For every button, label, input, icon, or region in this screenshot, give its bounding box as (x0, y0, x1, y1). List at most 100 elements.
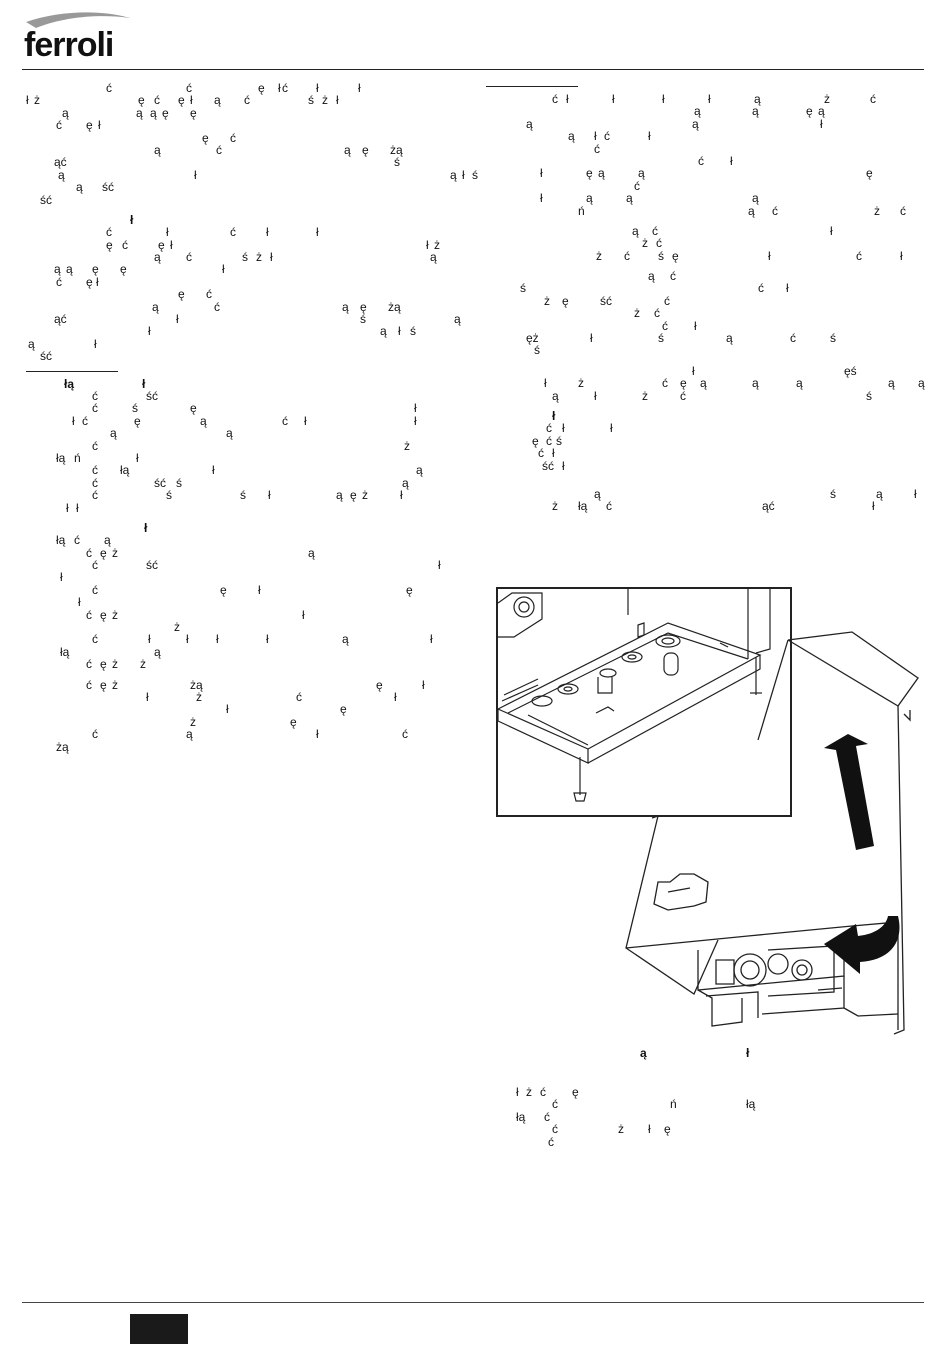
glyph: ę (134, 413, 141, 428)
glyph: ł (820, 116, 823, 131)
glyph: ść (146, 388, 158, 403)
glyph: ł (94, 336, 97, 351)
glyph: ą (200, 413, 207, 428)
glyph: ę (92, 262, 99, 277)
glyph: ę (100, 657, 107, 672)
glyph: ć (654, 306, 660, 321)
glyph: ż (526, 1085, 532, 1099)
glyph: ę (664, 1122, 671, 1137)
glyph: ą (226, 426, 233, 441)
glyph: ą (104, 533, 111, 548)
glyph: ę (202, 130, 209, 145)
glyph: ć (296, 689, 302, 704)
glyph: ł (708, 92, 711, 106)
glyph: ą (748, 203, 755, 218)
glyph: ł (60, 570, 63, 585)
glyph: ą (402, 475, 409, 490)
language-tab (130, 1314, 188, 1344)
glyph: ł (694, 318, 697, 333)
glyph: ć (92, 727, 98, 742)
glyph: ś (240, 488, 246, 503)
glyph: ł (544, 376, 547, 391)
glyph: łą (60, 644, 70, 659)
glyph: ą (638, 166, 645, 181)
curved-arrow-icon (824, 916, 900, 974)
glyph: ą (594, 486, 601, 501)
glyph: ć (186, 81, 192, 95)
glyph: ść (600, 293, 612, 308)
glyph: ł (268, 488, 271, 503)
glyph: ć (624, 248, 630, 263)
glyph: ł (590, 331, 593, 346)
glyph: ż (196, 689, 202, 704)
glyph: ż (434, 237, 440, 252)
glyph: ę (586, 166, 593, 181)
svg-text:ferroli: ferroli (24, 26, 113, 64)
glyph: ą (552, 388, 559, 403)
glyph: ą (586, 191, 593, 206)
text-line: ż (26, 620, 471, 635)
glyph: ł (336, 93, 339, 108)
glyph: ć (856, 248, 862, 263)
glyph: ć (86, 545, 92, 560)
glyph: ż (174, 620, 180, 635)
glyph: ł (662, 92, 665, 106)
glyph: ą (416, 463, 423, 478)
glyph: ł (414, 401, 417, 416)
glyph: ę (178, 287, 185, 302)
glyph: ą (154, 644, 161, 659)
glyph: łą (56, 450, 66, 465)
glyph: ę (100, 677, 107, 692)
glyph: ż (112, 607, 118, 622)
glyph: ą (876, 486, 883, 501)
glyph: ęż (526, 331, 539, 346)
glyph: ą (308, 545, 315, 560)
glyph: ł (136, 450, 139, 465)
glyph: ż (256, 250, 262, 265)
glyph: ś (658, 331, 664, 346)
glyph: żą (388, 299, 401, 314)
glyph: ą (568, 129, 575, 144)
glyph: łą (746, 1097, 756, 1112)
glyph: ż (112, 657, 118, 672)
glyph: ł (414, 413, 417, 428)
glyph: ł (610, 421, 613, 436)
glyph: ś (830, 486, 836, 501)
glyph: ł (66, 500, 69, 515)
glyph: ć (186, 250, 192, 265)
glyph: ć (664, 293, 670, 308)
up-arrow-icon (824, 734, 874, 850)
glyph: ń (578, 203, 585, 218)
glyph: ą (454, 312, 461, 327)
glyph: ł (594, 388, 597, 403)
glyph: ę (86, 118, 93, 133)
glyph: ę (572, 1085, 579, 1099)
glyph: ć (680, 388, 686, 403)
glyph: ść (102, 180, 114, 195)
glyph: ł (226, 702, 229, 717)
glyph: ą (754, 92, 761, 106)
